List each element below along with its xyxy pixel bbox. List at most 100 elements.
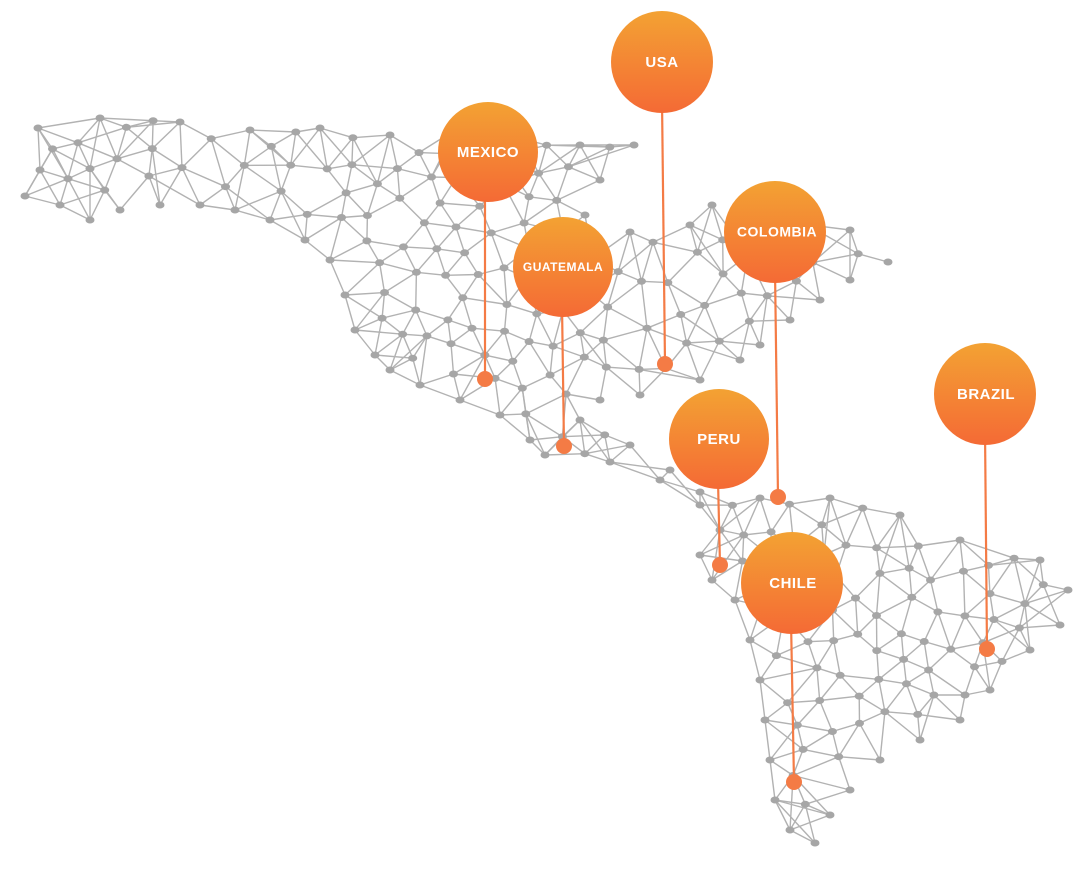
network-edge bbox=[964, 615, 994, 621]
network-edge bbox=[99, 117, 127, 128]
network-edge bbox=[652, 224, 691, 243]
network-node bbox=[960, 691, 970, 699]
network-edge bbox=[919, 694, 935, 741]
network-node bbox=[121, 123, 131, 131]
network-edge bbox=[583, 339, 604, 358]
network-edge bbox=[376, 134, 391, 184]
network-node bbox=[783, 699, 793, 707]
network-edge bbox=[319, 127, 354, 139]
network-edge bbox=[689, 204, 713, 226]
network-node bbox=[427, 173, 436, 181]
marker-usa[interactable]: USA bbox=[611, 11, 713, 372]
marker-colombia-bubble[interactable] bbox=[724, 181, 826, 283]
network-node bbox=[419, 219, 429, 227]
network-edge bbox=[879, 711, 886, 761]
network-edge bbox=[459, 399, 501, 416]
network-node bbox=[845, 786, 855, 794]
marker-mexico[interactable]: MEXICO bbox=[438, 102, 538, 387]
network-node bbox=[629, 141, 639, 149]
network-edge bbox=[490, 232, 505, 269]
network-edge bbox=[525, 413, 546, 456]
network-edge bbox=[769, 759, 776, 801]
marker-colombia[interactable]: COLOMBIA bbox=[724, 181, 826, 505]
network-edge bbox=[379, 262, 417, 273]
network-edge bbox=[568, 144, 635, 168]
network-node bbox=[432, 245, 442, 253]
network-edge bbox=[67, 142, 79, 179]
network-edge bbox=[354, 317, 383, 331]
network-node bbox=[408, 354, 418, 362]
network-edge bbox=[307, 213, 342, 219]
network-edge bbox=[304, 216, 342, 241]
network-edge bbox=[831, 610, 835, 641]
network-edge bbox=[917, 694, 935, 715]
marker-brazil-bubble[interactable] bbox=[934, 343, 1036, 445]
network-edge bbox=[875, 573, 881, 616]
network-edge bbox=[270, 131, 297, 148]
network-edge bbox=[604, 434, 631, 446]
network-edge bbox=[477, 274, 508, 305]
network-node bbox=[63, 175, 73, 183]
network-node bbox=[692, 248, 702, 256]
marker-peru-bubble[interactable] bbox=[669, 389, 769, 489]
marker-chile-bubble[interactable] bbox=[741, 532, 843, 634]
network-edge bbox=[89, 158, 118, 170]
network-edge bbox=[829, 497, 863, 509]
network-node bbox=[580, 450, 590, 458]
marker-usa-bubble[interactable] bbox=[611, 11, 713, 113]
network-edge bbox=[536, 313, 554, 347]
network-edge bbox=[667, 251, 698, 284]
network-edge bbox=[906, 669, 929, 685]
network-node bbox=[1009, 554, 1019, 562]
network-edge bbox=[876, 649, 904, 661]
network-edge bbox=[199, 204, 236, 211]
network-edge bbox=[796, 724, 804, 750]
network-node bbox=[348, 134, 358, 142]
network-node bbox=[613, 268, 623, 276]
network-edge bbox=[39, 169, 69, 180]
network-edge bbox=[453, 354, 486, 375]
network-edge bbox=[344, 294, 383, 319]
network-edge bbox=[900, 597, 913, 634]
marker-peru-dot bbox=[712, 557, 728, 573]
marker-chile-line bbox=[789, 619, 796, 783]
network-node bbox=[841, 541, 851, 549]
marker-usa-label: USA bbox=[645, 54, 678, 71]
network-edge bbox=[384, 271, 417, 294]
network-edge bbox=[899, 514, 910, 569]
network-edge bbox=[494, 360, 514, 379]
network-node bbox=[372, 180, 382, 188]
network-node bbox=[825, 494, 835, 502]
network-edge bbox=[455, 205, 481, 228]
network-edge bbox=[833, 640, 841, 676]
network-node bbox=[460, 249, 470, 257]
network-node bbox=[302, 210, 312, 218]
marker-peru[interactable]: PERU bbox=[669, 389, 769, 573]
network-edge bbox=[199, 186, 226, 206]
network-edge bbox=[917, 545, 932, 581]
network-edge bbox=[234, 165, 245, 211]
network-edge bbox=[732, 497, 761, 506]
network-edge bbox=[418, 152, 433, 178]
network-node bbox=[532, 310, 542, 318]
marker-peru-line bbox=[716, 479, 722, 566]
network-edge bbox=[89, 117, 101, 169]
marker-chile[interactable]: CHILE bbox=[741, 532, 843, 790]
network-node bbox=[785, 316, 795, 324]
network-node bbox=[315, 124, 325, 132]
marker-guatemala-bubble[interactable] bbox=[513, 217, 613, 317]
network-node bbox=[853, 630, 863, 638]
network-edge bbox=[638, 328, 648, 370]
marker-chile-label: CHILE bbox=[769, 575, 817, 592]
network-edge bbox=[769, 748, 804, 761]
network-edge bbox=[748, 320, 761, 346]
network-edge bbox=[993, 602, 1026, 621]
network-node bbox=[812, 664, 822, 672]
marker-brazil[interactable]: BRAZIL bbox=[934, 343, 1036, 657]
marker-mexico-bubble[interactable] bbox=[438, 102, 538, 202]
network-edge bbox=[1018, 603, 1026, 629]
network-edge bbox=[884, 683, 907, 713]
network-node bbox=[286, 161, 296, 169]
marker-guatemala[interactable]: GUATEMALA bbox=[513, 217, 613, 454]
network-node bbox=[738, 557, 747, 565]
